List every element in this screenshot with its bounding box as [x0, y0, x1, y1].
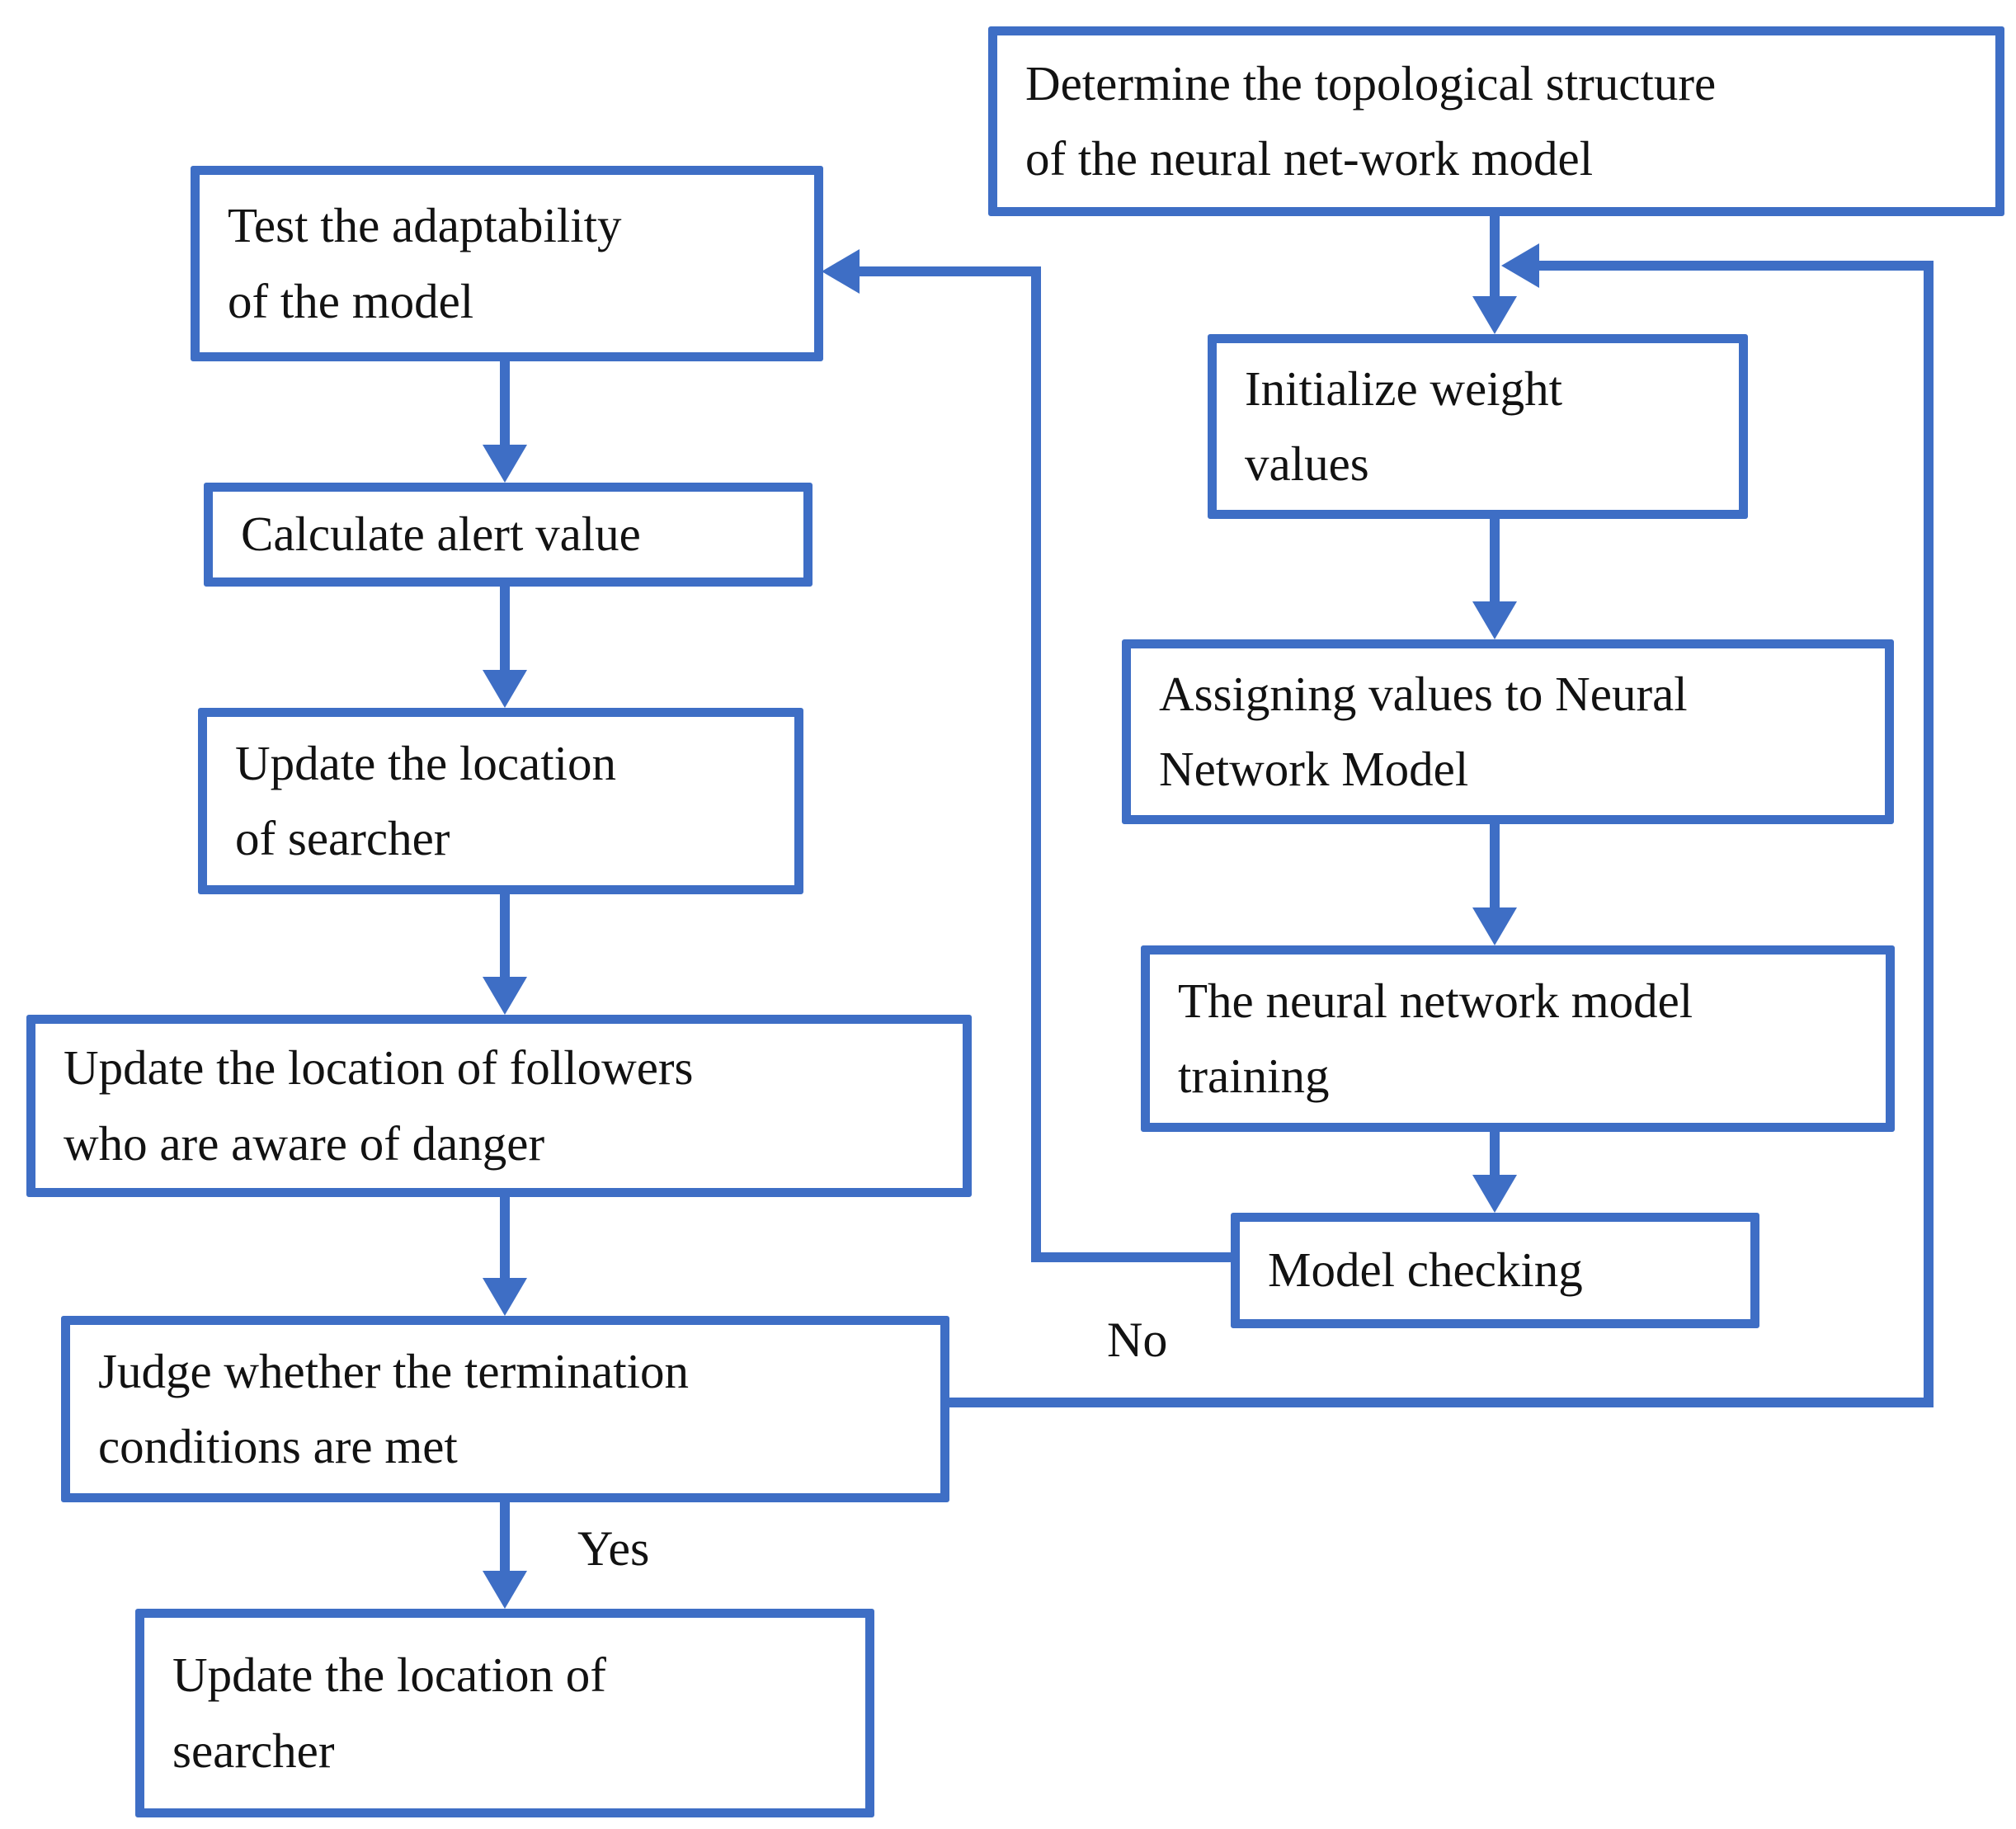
node-judge-termination: Judge whether the termination conditions… [61, 1316, 949, 1502]
arrow-followers-to-judge-shaft [500, 1197, 510, 1285]
arrow-training-to-checking-shaft [1490, 1132, 1500, 1181]
edge-no-right-vertical [1924, 261, 1934, 1407]
node-assign-values: Assigning values to Neural Network Model [1122, 639, 1894, 824]
edge-label-no: No [1107, 1313, 1168, 1367]
node-update-location-searcher-final: Update the location of searcher [135, 1609, 874, 1817]
arrow-test-to-calculate-shaft [500, 361, 510, 451]
node-network-training: The neural network model training [1141, 945, 1895, 1132]
node-model-checking: Model checking [1231, 1213, 1759, 1328]
arrow-judge-yes-head-icon [483, 1571, 527, 1609]
arrow-into-spine-head-icon [1501, 243, 1539, 288]
edge-no-bottom-horizontal [949, 1398, 1934, 1407]
arrow-assign-to-training-head-icon [1472, 907, 1517, 945]
node-test-adaptability: Test the adaptability of the model [191, 166, 823, 361]
arrow-calculate-to-update-head-icon [483, 670, 527, 708]
arrow-update-to-followers-shaft [500, 894, 510, 983]
edge-checking-to-test-vertical [1031, 266, 1041, 1262]
edge-label-yes: Yes [577, 1521, 650, 1576]
node-determine-topology: Determine the topological structure of t… [988, 26, 2004, 216]
arrow-initialize-to-assign-shaft [1490, 519, 1500, 608]
node-update-location-searcher: Update the location of searcher [198, 708, 803, 894]
node-initialize-weights: Initialize weight values [1208, 334, 1748, 519]
arrow-determine-to-initialize-head-icon [1472, 296, 1517, 334]
arrow-determine-to-initialize-shaft [1490, 216, 1500, 303]
arrow-judge-yes-shaft [500, 1502, 510, 1577]
edge-no-top-horizontal [1538, 261, 1934, 271]
arrow-training-to-checking-head-icon [1472, 1175, 1517, 1213]
arrow-update-to-followers-head-icon [483, 977, 527, 1015]
arrow-initialize-to-assign-head-icon [1472, 601, 1517, 639]
node-calculate-alert-value: Calculate alert value [204, 483, 813, 587]
edge-checking-to-test-stub [1031, 1252, 1231, 1262]
arrow-followers-to-judge-head-icon [483, 1278, 527, 1316]
arrow-test-to-calculate-head-icon [483, 445, 527, 483]
edge-checking-to-test-horizontal [858, 266, 1041, 276]
arrow-into-test-head-icon [822, 249, 860, 294]
arrow-calculate-to-update-shaft [500, 587, 510, 676]
node-update-location-followers: Update the location of followers who are… [26, 1015, 972, 1197]
arrow-assign-to-training-shaft [1490, 824, 1500, 914]
